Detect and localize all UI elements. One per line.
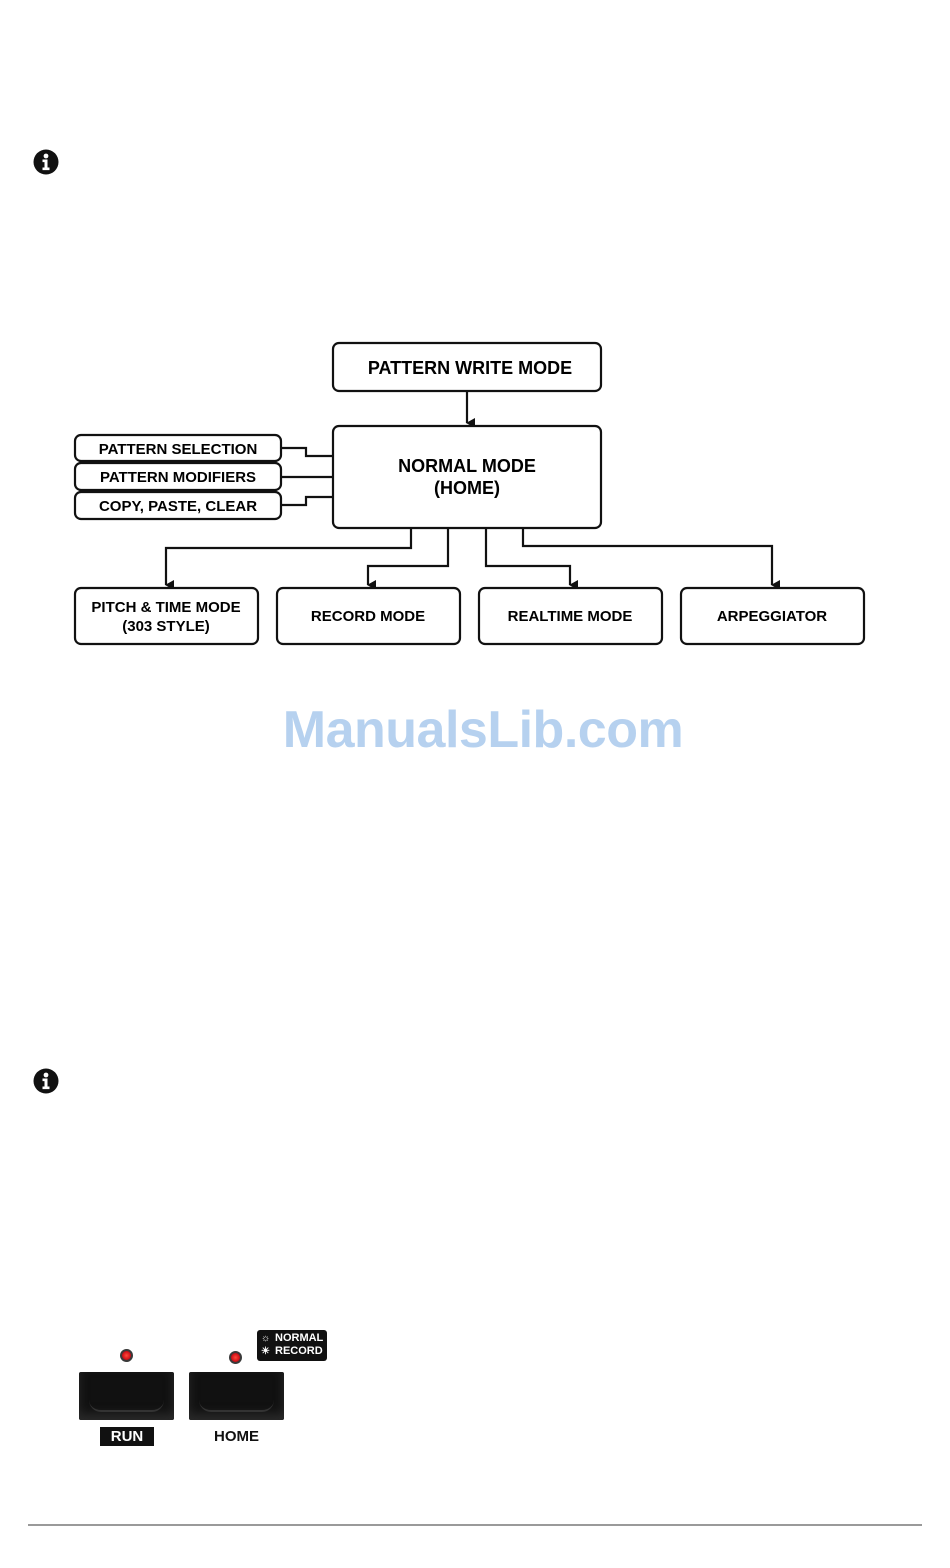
home-button[interactable] [189, 1372, 284, 1420]
info-icon [33, 1068, 59, 1094]
home-mode-badge: ☼ NORMAL ☀ RECORD [257, 1330, 327, 1361]
pattern-write-mode-label: PATTERN WRITE MODE [368, 358, 572, 378]
arpeggiator-label: ARPEGGIATOR [717, 608, 827, 625]
footer-divider [28, 1524, 922, 1526]
mode-lit-label: NORMAL [275, 1332, 323, 1345]
mode-flow-diagram: PATTERN WRITE MODE NORMAL MODE (HOME) PA… [0, 0, 950, 700]
pitch-time-mode-label: PITCH & TIME MODE [91, 599, 240, 616]
watermark: ManualsLib.com [268, 700, 698, 760]
mode-blink-label: RECORD [275, 1345, 323, 1358]
copy-paste-clear-label: COPY, PASTE, CLEAR [99, 498, 257, 515]
home-label-center: (HOME) [434, 478, 500, 498]
lit-led-icon: ☼ [261, 1332, 275, 1345]
home-label: HOME [189, 1427, 284, 1446]
run-led [120, 1349, 133, 1362]
pattern-modifiers-label: PATTERN MODIFIERS [100, 469, 256, 486]
blink-led-icon: ☀ [261, 1345, 275, 1358]
run-label: RUN [100, 1427, 154, 1446]
run-button[interactable] [79, 1372, 174, 1420]
normal-mode-box [333, 426, 601, 528]
home-led [229, 1351, 242, 1364]
normal-mode-label: NORMAL MODE [398, 456, 536, 476]
record-mode-label: RECORD MODE [311, 608, 425, 625]
pitch-time-mode-sublabel: (303 STYLE) [122, 618, 210, 635]
realtime-mode-label: REALTIME MODE [508, 608, 633, 625]
pitch-time-mode-box [75, 588, 258, 644]
pattern-selection-label: PATTERN SELECTION [99, 441, 258, 458]
